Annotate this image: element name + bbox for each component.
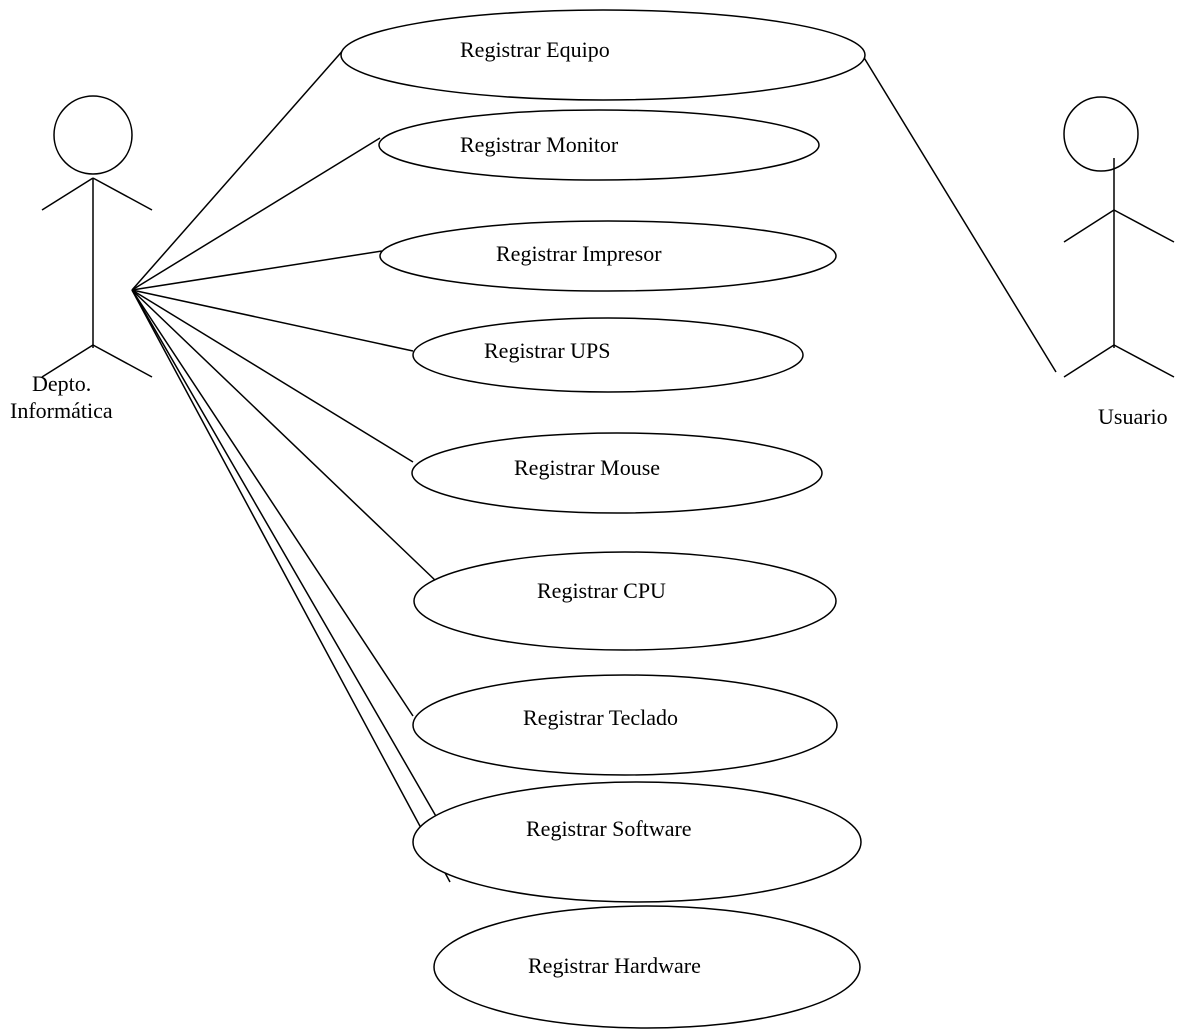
use-case-label: Registrar Equipo [460, 37, 610, 62]
actor-right-arm [1113, 209, 1175, 243]
use-case-ups: Registrar UPS [412, 317, 804, 393]
actor-label: Usuario [1098, 404, 1168, 429]
association-ups [131, 289, 414, 352]
use-case-label: Registrar CPU [537, 578, 666, 603]
use-case-ellipse [340, 9, 866, 101]
actor-depto-informatica: Depto. Informática [10, 95, 153, 423]
association-impresor [131, 250, 383, 291]
actor-head [1063, 96, 1139, 172]
use-case-ellipse [412, 674, 838, 776]
association-monitor [131, 137, 381, 291]
association-hardware [131, 289, 451, 883]
use-case-monitor: Registrar Monitor [378, 109, 820, 181]
actor-label-line2: Informática [10, 398, 113, 423]
use-case-ellipse [378, 109, 820, 181]
use-case-mouse: Registrar Mouse [411, 432, 823, 514]
association-usuario-equipo [862, 55, 1057, 373]
actor-label-line1: Depto. [32, 371, 91, 396]
associations [131, 47, 1057, 883]
actor-left-leg [1063, 344, 1115, 378]
use-case-label: Registrar Teclado [523, 705, 678, 730]
actor-right-leg [1113, 344, 1175, 378]
use-case-ellipse [412, 781, 862, 903]
use-case-label: Registrar Hardware [528, 953, 701, 978]
use-case-cpu: Registrar CPU [413, 551, 837, 651]
use-case-label: Registrar Software [526, 816, 692, 841]
use-case-software: Registrar Software [412, 781, 862, 903]
use-case-label: Registrar Mouse [514, 455, 660, 480]
use-case-equipo: Registrar Equipo [340, 9, 866, 101]
association-cpu [131, 289, 438, 583]
use-case-label: Registrar UPS [484, 338, 611, 363]
association-teclado [131, 289, 414, 717]
association-equipo [131, 47, 346, 291]
actor-right-arm [92, 177, 153, 211]
use-case-label: Registrar Impresor [496, 241, 662, 266]
association-mouse [131, 289, 414, 463]
actor-right-leg [92, 344, 153, 378]
association-software [131, 289, 438, 819]
use-case-ellipse [379, 220, 837, 292]
actor-head [53, 95, 133, 175]
actor-usuario: Usuario [1063, 96, 1175, 429]
actor-left-arm [1063, 209, 1115, 243]
use-case-ellipse [411, 432, 823, 514]
actor-left-arm [41, 177, 94, 211]
actor-left-leg [41, 344, 94, 378]
use-case-label: Registrar Monitor [460, 132, 619, 157]
use-case-ellipse [433, 905, 861, 1029]
use-case-teclado: Registrar Teclado [412, 674, 838, 776]
use-case-impresor: Registrar Impresor [379, 220, 837, 292]
use-case-ellipse [412, 317, 804, 393]
use-case-hardware: Registrar Hardware [433, 905, 861, 1029]
use-case-ellipse [413, 551, 837, 651]
